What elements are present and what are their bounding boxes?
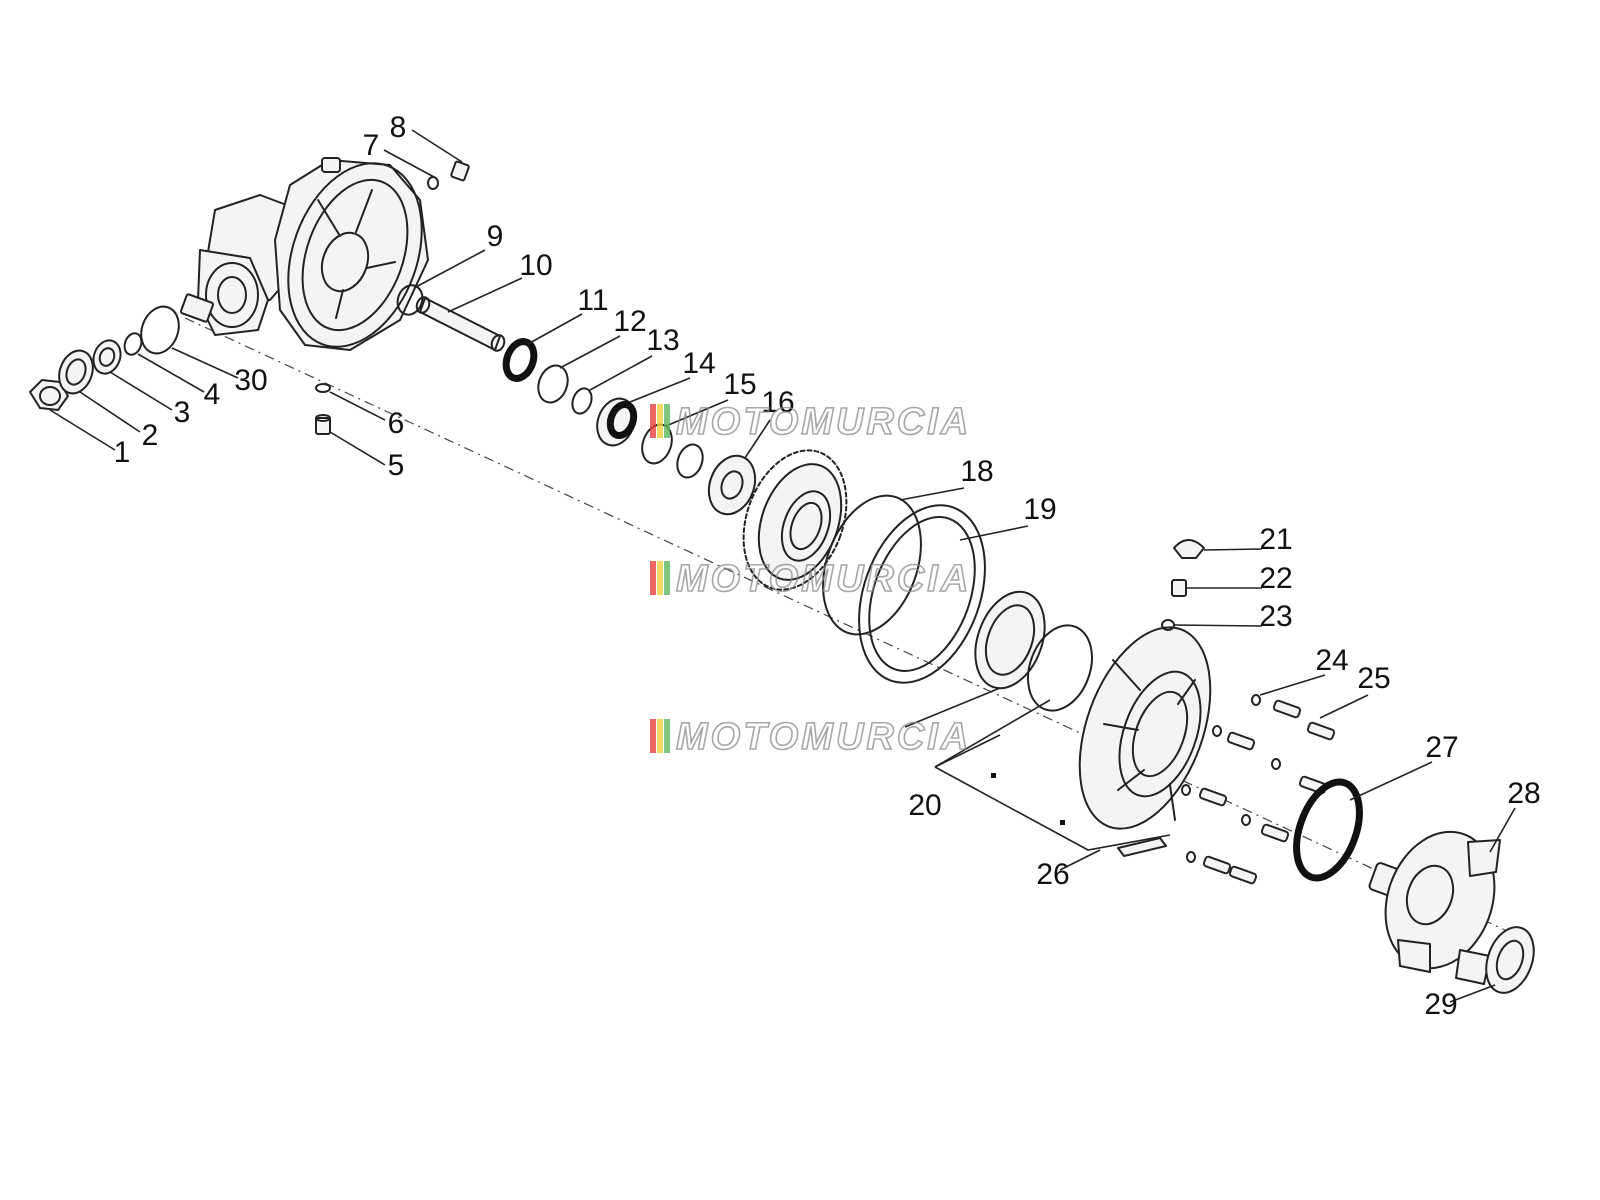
part-12-circlip[interactable] xyxy=(533,361,572,406)
callout-16: 16 xyxy=(761,386,794,419)
watermark-text: MOTOMURCIA xyxy=(676,716,971,758)
callout-9: 9 xyxy=(487,220,504,253)
part-29-seal[interactable] xyxy=(1478,921,1543,1000)
callout-2: 2 xyxy=(142,419,159,452)
watermark-stripe xyxy=(657,561,663,595)
marker-dot xyxy=(991,773,996,778)
watermark-motomurcia: MOTOMURCIA xyxy=(650,715,971,759)
callout-7: 7 xyxy=(363,129,380,162)
callout-18: 18 xyxy=(960,455,993,488)
callout-6: 6 xyxy=(388,407,405,440)
callout-13: 13 xyxy=(646,324,679,357)
callout-30: 30 xyxy=(234,364,267,397)
part-22-breather[interactable] xyxy=(1171,579,1187,597)
callout-12: 12 xyxy=(613,305,646,338)
callout-25: 25 xyxy=(1357,662,1390,695)
part-4-ring[interactable] xyxy=(122,331,145,357)
final-drive-housing[interactable] xyxy=(179,145,445,366)
watermark-motomurcia: MOTOMURCIA xyxy=(650,400,971,444)
watermark-stripe xyxy=(650,404,656,438)
part-19-gasket[interactable] xyxy=(836,488,1008,701)
part-13-clip[interactable] xyxy=(569,386,595,417)
watermark-stripe xyxy=(650,561,656,595)
part-14-bearing[interactable] xyxy=(591,393,641,450)
part-9-shim[interactable] xyxy=(394,282,427,318)
crown-gear[interactable] xyxy=(725,436,864,604)
watermark-stripe xyxy=(664,561,670,595)
callout-24: 24 xyxy=(1315,644,1348,677)
watermark-stripe xyxy=(664,719,670,753)
part-5-drain-plug[interactable] xyxy=(315,414,331,435)
part-3-bushing[interactable] xyxy=(89,337,125,378)
watermark-stripe xyxy=(657,404,663,438)
callout-5: 5 xyxy=(388,449,405,482)
leader-lines xyxy=(49,129,1516,1003)
part-1-nut[interactable] xyxy=(29,379,69,411)
watermark-text: MOTOMURCIA xyxy=(676,401,971,443)
part-6-washer[interactable] xyxy=(315,383,331,393)
watermark-text: MOTOMURCIA xyxy=(676,558,971,600)
part-2-seal[interactable] xyxy=(53,346,98,398)
callout-21: 21 xyxy=(1259,523,1292,556)
callout-10: 10 xyxy=(519,249,552,282)
watermark-motomurcia: MOTOMURCIA xyxy=(650,557,971,601)
part-28-hub-flange[interactable] xyxy=(1367,816,1513,985)
part-30-o-ring[interactable] xyxy=(135,301,185,358)
callout-11: 11 xyxy=(577,284,608,317)
callout-22: 22 xyxy=(1259,562,1292,595)
callout-4: 4 xyxy=(204,378,221,411)
part-24-washers[interactable] xyxy=(1181,694,1281,863)
part-27-seal[interactable] xyxy=(1285,773,1372,886)
final-drive-cover[interactable] xyxy=(1055,609,1236,846)
callout-14: 14 xyxy=(682,347,715,380)
callout-15: 15 xyxy=(723,368,756,401)
part-26-key[interactable] xyxy=(1117,837,1167,857)
part-18-o-ring[interactable] xyxy=(805,482,939,648)
callout-20: 20 xyxy=(908,789,941,822)
callout-3: 3 xyxy=(174,396,191,429)
part-11-seal[interactable] xyxy=(501,338,538,383)
part-8-filler-plug[interactable] xyxy=(450,160,470,182)
callout-29: 29 xyxy=(1424,988,1457,1021)
part-16-tab-washer[interactable] xyxy=(701,449,763,520)
callout-27: 27 xyxy=(1425,731,1458,764)
watermark-group: MOTOMURCIA MOTOMURCIA MOTOMURCIA xyxy=(650,400,971,759)
callout-26: 26 xyxy=(1036,858,1069,891)
assembly-axis xyxy=(184,317,1506,931)
callout-23: 23 xyxy=(1259,600,1292,633)
part-7-washer[interactable] xyxy=(427,176,439,190)
part-10-shaft[interactable] xyxy=(415,295,507,352)
watermark-stripe xyxy=(657,719,663,753)
watermark-stripe xyxy=(650,719,656,753)
marker-dot xyxy=(1060,820,1065,825)
callout-1: 1 xyxy=(114,436,131,469)
part-15-ring[interactable] xyxy=(637,420,707,481)
callout-8: 8 xyxy=(390,111,407,144)
callout-19: 19 xyxy=(1023,493,1056,526)
watermark-stripe xyxy=(664,404,670,438)
callout-28: 28 xyxy=(1507,777,1540,810)
cover-bearing[interactable] xyxy=(963,582,1103,720)
part-21-cap[interactable] xyxy=(1173,539,1205,559)
